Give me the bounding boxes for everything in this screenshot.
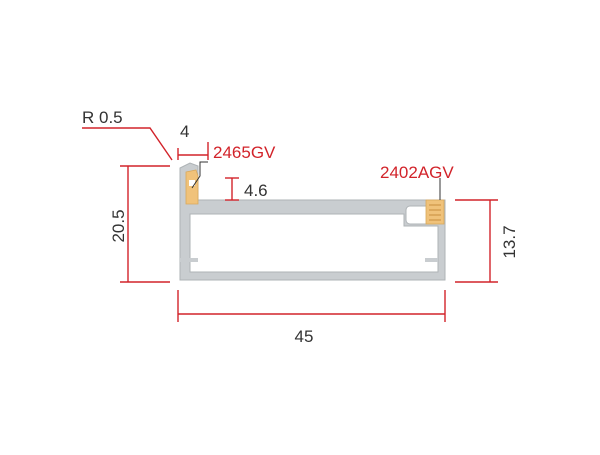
- height-right-label: 13.7: [500, 225, 519, 258]
- radius-label: R 0.5: [82, 108, 123, 127]
- right-gasket-label: 2402AGV: [380, 163, 454, 182]
- gap-label: 4.6: [244, 181, 268, 200]
- left-gasket-leader: [191, 161, 208, 189]
- left-gasket-shape: [185, 169, 199, 205]
- aluminium-profile: [179, 162, 446, 281]
- right-gasket-shape: [425, 199, 445, 225]
- right-gasket-ridges: [429, 204, 441, 221]
- left-gasket-label: 2465GV: [213, 143, 276, 162]
- left-gasket: [185, 169, 199, 205]
- left-gasket-lip: [189, 180, 195, 186]
- profile-chamber: [189, 213, 439, 273]
- right-gasket: [425, 199, 445, 225]
- radius-leader: [82, 127, 173, 161]
- profile-rib-left: [180, 258, 198, 262]
- width-label: 45: [295, 327, 314, 346]
- profile-rib-right: [425, 258, 438, 262]
- dimension-lines: [82, 127, 498, 322]
- height-left-label: 20.5: [109, 209, 128, 242]
- top-width-label: 4: [180, 122, 189, 141]
